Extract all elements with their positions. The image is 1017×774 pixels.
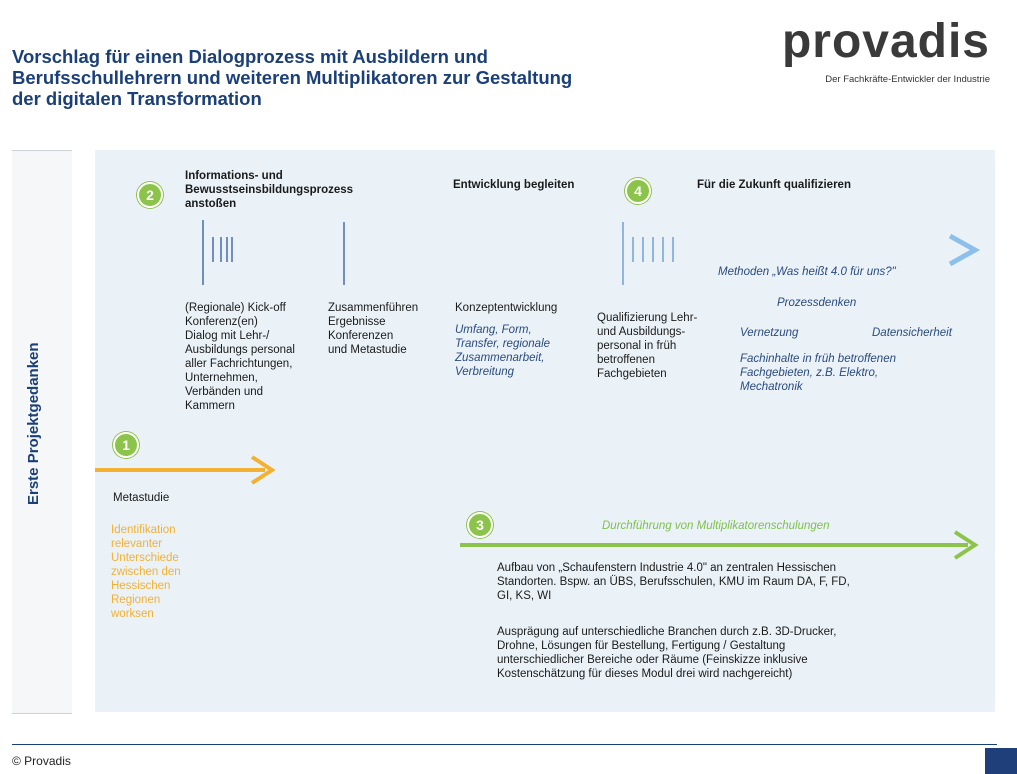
metastudie-detail: Identifikation relevanter Unterschiede z… xyxy=(111,524,181,620)
vernetzung-text: Vernetzung xyxy=(740,327,799,339)
step-3-badge: 3 xyxy=(467,512,493,538)
schaufenster-text: Aufbau von „Schaufenstern Industrie 4.0"… xyxy=(497,562,850,602)
fachinhalte-text: Fachinhalte in früh betroffenen Fachgebi… xyxy=(740,353,896,393)
logo-tagline: Der Fachkräfte-Entwickler der Industrie xyxy=(825,74,990,85)
phase-entwicklung: Entwicklung begleiten xyxy=(453,179,575,191)
page-title: Vorschlag für einen Dialogprozess mit Au… xyxy=(12,46,573,109)
konzeptentwicklung-title: Konzeptentwicklung xyxy=(455,302,558,314)
footer-copyright: © Provadis xyxy=(12,754,71,768)
process-panel xyxy=(95,150,995,712)
auspraegung-text: Ausprägung auf unterschiedliche Branchen… xyxy=(497,626,837,680)
qualifizierung-text: Qualifizierung Lehr- und Ausbildungs- pe… xyxy=(597,312,698,380)
side-band xyxy=(12,150,72,714)
footer-divider xyxy=(12,744,997,745)
tick-cluster-1 xyxy=(202,220,233,285)
kickoff-text: (Regionale) Kick-off Konferenz(en) Dialo… xyxy=(185,302,295,412)
metastudie-arrowhead xyxy=(250,455,276,485)
datensicherheit-text: Datensicherheit xyxy=(872,327,952,339)
zusammenfuehren-text: Zusammenführen Ergebnisse Konferenzen un… xyxy=(328,302,419,356)
step-2-badge: 2 xyxy=(137,182,163,208)
provadis-logo: provadis xyxy=(781,15,990,68)
phase-zukunft: Für die Zukunft qualifizieren xyxy=(697,179,851,191)
prozessdenken-text: Prozessdenken xyxy=(777,297,857,309)
multiplikator-arrowhead xyxy=(953,530,979,560)
multiplikatoren-banner: Durchführung von Multiplikatorenschulung… xyxy=(602,520,830,532)
konzept-detail: Umfang, Form, Transfer, regionale Zusamm… xyxy=(455,324,551,378)
step-4-badge: 4 xyxy=(625,178,651,204)
phase-informations: Informations- und Bewusstseinsbildungspr… xyxy=(185,170,354,210)
main-timeline-arrowhead xyxy=(948,233,981,267)
step-1-badge: 1 xyxy=(113,432,139,458)
metastudie-label: Metastudie xyxy=(113,492,170,504)
methoden-title: Methoden „Was heißt 4.0 für uns?" xyxy=(718,266,896,278)
tick-cluster-2 xyxy=(622,222,674,285)
corner-block xyxy=(985,748,1017,774)
